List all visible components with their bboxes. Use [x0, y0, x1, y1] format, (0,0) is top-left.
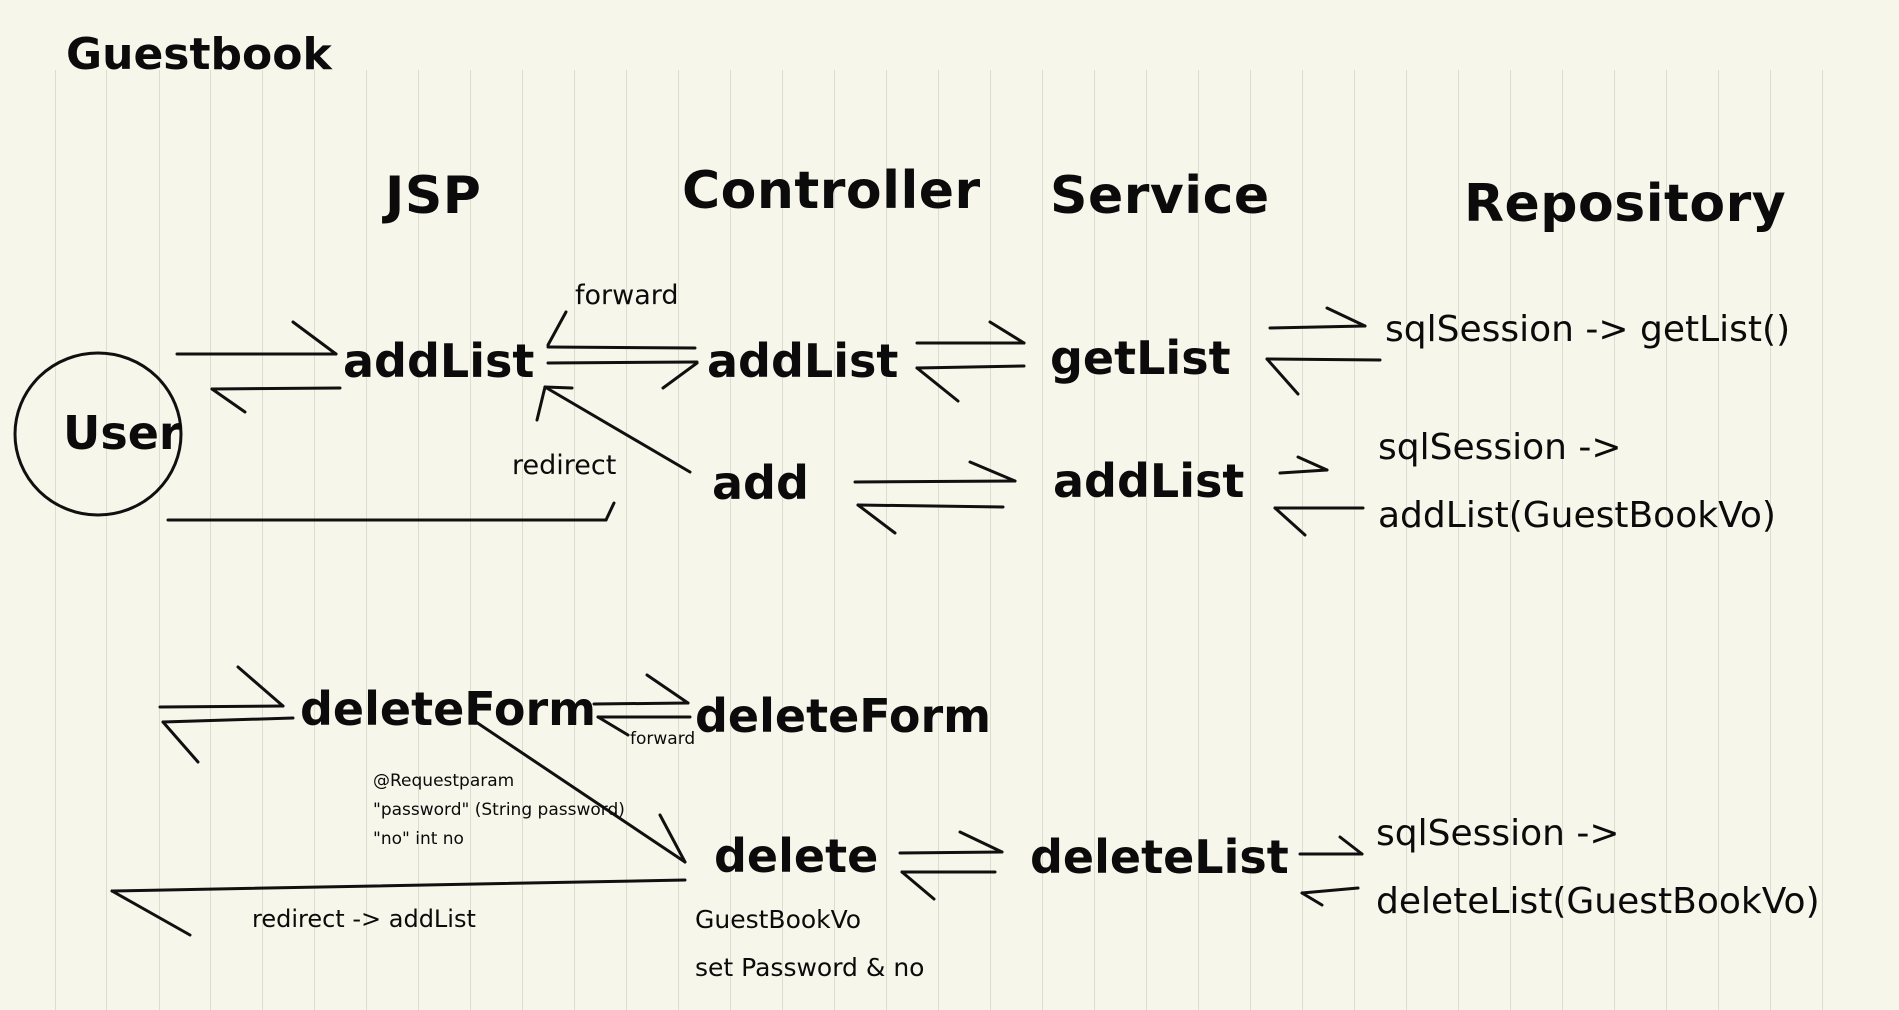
redirect-arrows	[166, 385, 692, 522]
controller-service-delete-arrows	[898, 830, 1004, 901]
redirect-label: redirect	[512, 450, 617, 481]
user-ellipse	[13, 351, 183, 517]
delete-note-line1: GuestBookVo	[695, 905, 862, 934]
deleteform-to-delete-arrow	[468, 716, 687, 864]
repository-deletelist-line1: sqlSession ->	[1376, 813, 1620, 854]
repository-addlist-line1: sqlSession ->	[1378, 427, 1622, 468]
column-header-controller: Controller	[682, 161, 981, 221]
user-label: User	[63, 406, 182, 460]
controller-service-add-arrows	[853, 460, 1017, 535]
service-repository-delete-arrows	[1298, 835, 1364, 907]
controller-addlist: addList	[707, 334, 899, 388]
delete-note-line2: set Password & no	[695, 953, 925, 982]
requestparam-line2: "password" (String password)	[373, 800, 625, 820]
requestparam-line1: @Requestparam	[373, 771, 515, 791]
repository-deletelist-line2: deleteList(GuestBookVo)	[1376, 881, 1820, 922]
controller-service-addlist-arrows	[915, 320, 1026, 403]
jsp-controller-deleteform-arrows	[592, 673, 692, 737]
service-deletelist: deleteList	[1030, 830, 1289, 884]
jsp-addlist: addList	[343, 334, 535, 388]
requestparam-line3: "no" int no	[373, 829, 464, 849]
service-repository-getlist-arrows	[1265, 306, 1382, 396]
column-header-service: Service	[1050, 166, 1270, 226]
controller-deleteform: deleteForm	[695, 689, 992, 743]
column-header-repository: Repository	[1464, 174, 1787, 234]
service-addlist: addList	[1053, 454, 1245, 508]
controller-add: add	[712, 456, 809, 510]
page-title: Guestbook	[66, 29, 332, 80]
jsp-deleteform: deleteForm	[300, 682, 597, 736]
forward-label: forward	[575, 280, 679, 311]
user-to-jsp-addlist-arrows	[175, 320, 342, 414]
repository-getlist: sqlSession -> getList()	[1385, 309, 1791, 350]
delete-redirect-arrow	[110, 878, 687, 937]
controller-delete: delete	[714, 829, 879, 883]
service-repository-addlist-arrows	[1273, 455, 1365, 537]
user-deleteform-arrows	[158, 665, 295, 764]
jsp-to-controller-addlist-arrows	[546, 310, 699, 390]
redirect-addlist-label: redirect -> addList	[252, 905, 476, 933]
service-getlist: getList	[1050, 331, 1231, 385]
deleteform-forward-label: forward	[630, 729, 696, 749]
repository-addlist-line2: addList(GuestBookVo)	[1378, 495, 1776, 536]
column-header-jsp: JSP	[385, 166, 482, 226]
